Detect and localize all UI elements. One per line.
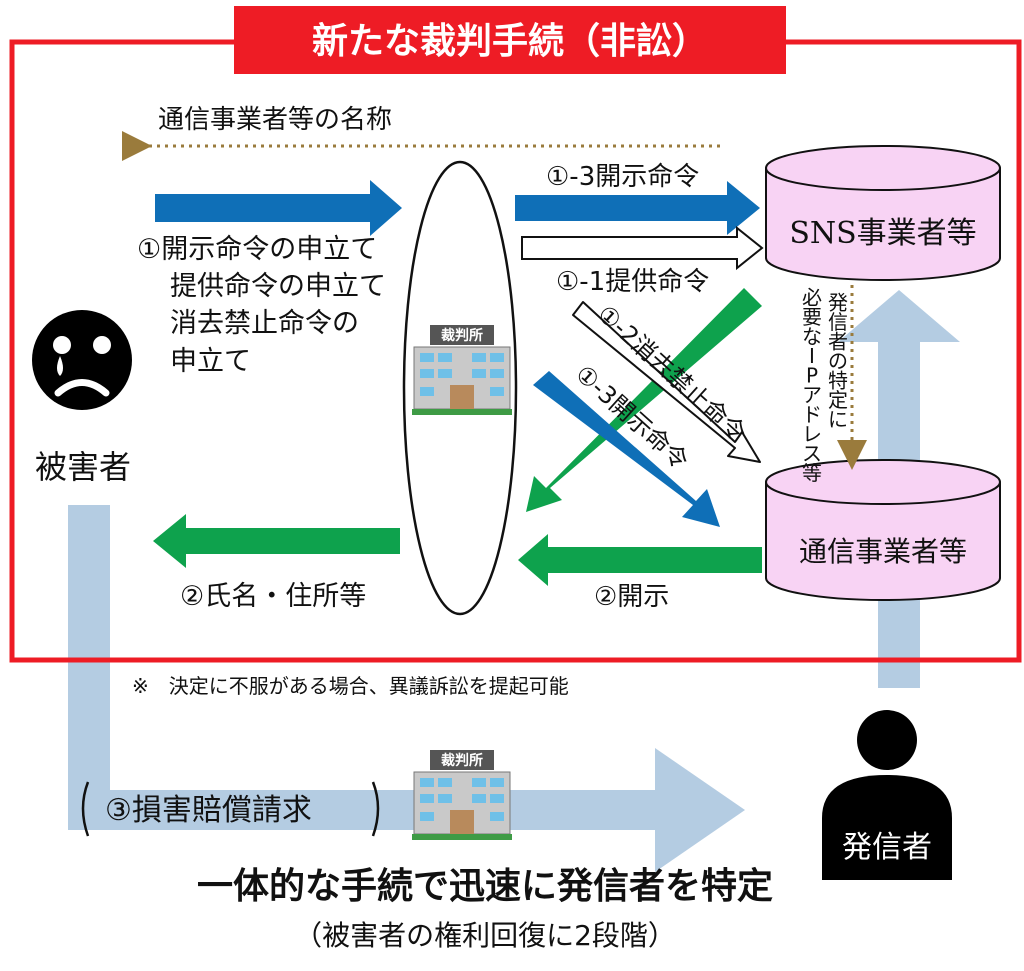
title-banner: 新たな裁判手続（非訟） [234,6,786,74]
order-1-1-arrow [521,225,764,271]
victim-icon [32,310,132,410]
sns-database: SNS事業者等 [765,145,1001,281]
disclosure-label: ②開示 [594,582,669,612]
name-address-arrow [153,514,400,568]
disclosure-arrow [518,534,762,586]
order-1-2-arrow [572,301,761,463]
footer-main: 一体的な手続で迅速に発信者を特定 [197,866,773,907]
light-blue-flow [68,290,960,872]
name-address-label: ②氏名・住所等 [180,581,366,612]
damages-claim: ③損害賠償請求 [81,781,380,837]
svg-text:①開示命令の申立て: ①開示命令の申立て [137,234,377,265]
victim-label: 被害者 [35,448,131,486]
sns-to-court-green-arrow [526,288,762,512]
ip-info-line-1: 発信者の特定に [828,291,848,432]
order-1-3-top-label: ①-3開示命令 [546,162,699,192]
petition-arrow [155,180,402,236]
order-1-3-diag-arrow [533,371,720,527]
court-building-icon: 裁判所 [412,325,512,415]
svg-text:裁判所: 裁判所 [441,327,483,344]
order-1-1-label: ①-1提供命令 [556,267,709,297]
svg-text:裁判所: 裁判所 [441,752,483,769]
sns-label: SNS事業者等 [789,216,976,251]
svg-text:提供命令の申立て: 提供命令の申立て [170,271,386,302]
footer-sub: （被害者の権利回復に2段階） [294,919,676,952]
appeal-note: ※ 決定に不服がある場合、異議訴訟を提起可能 [132,674,569,698]
sender-icon: 発信者 [822,710,952,880]
telecom-label: 通信事業者等 [799,535,967,568]
sender-label: 発信者 [842,830,932,865]
svg-text:申立て: 申立て [170,346,251,377]
telecom-database: 通信事業者等 [765,459,1001,601]
page-title: 新たな裁判手続（非訟） [312,21,708,62]
telecom-name-label: 通信事業者等の名称 [158,105,392,135]
petition-label: ①開示命令の申立て 提供命令の申立て 消去禁止命令の 申立て [137,234,386,377]
svg-text:③損害賠償請求: ③損害賠償請求 [105,793,312,828]
order-1-3-top-arrow [515,181,760,235]
svg-text:消去禁止命令の: 消去禁止命令の [170,308,359,339]
court-building-icon-2: 裁判所 [412,750,512,840]
